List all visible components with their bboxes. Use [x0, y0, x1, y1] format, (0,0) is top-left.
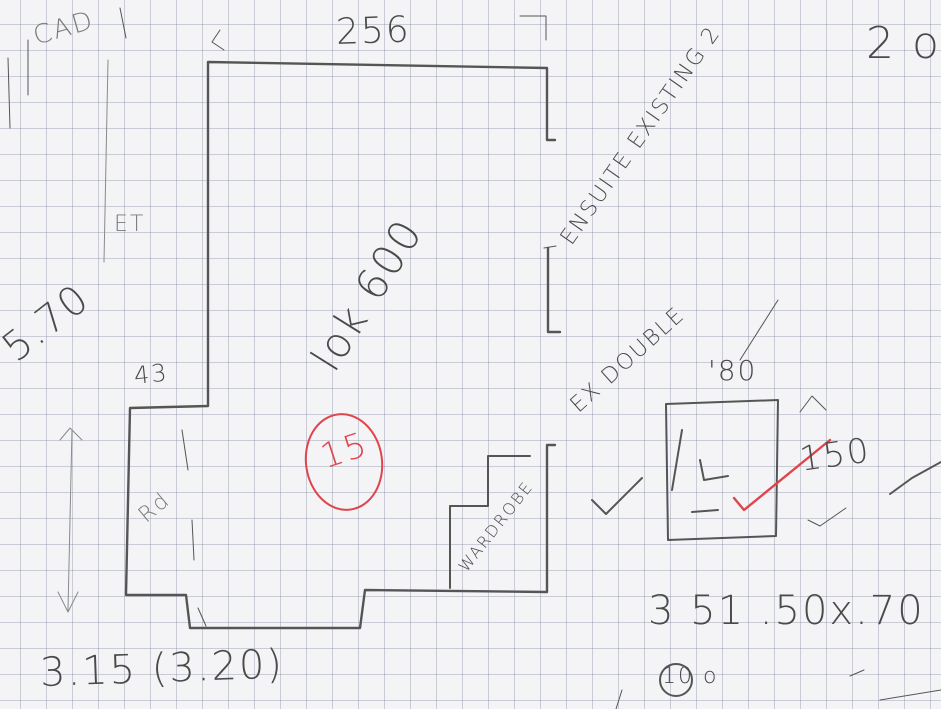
- wardrobe-outline: [449, 455, 531, 589]
- red-circle: [304, 413, 384, 511]
- left-dimension-line: [103, 59, 109, 263]
- right-box: [665, 399, 779, 541]
- faint-mark: ET: [114, 212, 146, 237]
- top-left-scribble: [7, 7, 127, 129]
- room-outline: [124, 60, 562, 630]
- top-right-fragment: 2 o: [866, 18, 941, 69]
- top-dimension-label: 256: [335, 9, 412, 53]
- leader-line: [739, 299, 779, 361]
- box-dimension-arrow: [799, 395, 847, 527]
- box-width-label: '80: [708, 354, 758, 387]
- left-dimension-arrow: [57, 427, 83, 613]
- bottom-right-calc: 3 51 .50x.70: [648, 588, 925, 634]
- wall-notch-marks: [181, 245, 557, 627]
- checkmark-red: [732, 438, 832, 512]
- bottom-right-marks: [615, 669, 941, 709]
- bottom-circle-label: 10 o: [662, 664, 719, 689]
- bottom-dimension-label: 3.15 (3.20): [39, 641, 285, 696]
- bottom-circle-mark: [659, 663, 693, 697]
- top-arrow-left: [211, 29, 225, 51]
- checkmark-right: [889, 461, 941, 495]
- checkmark-left: [591, 477, 643, 515]
- top-arrow-right: [519, 15, 547, 41]
- notch-width-label: 43: [132, 358, 170, 390]
